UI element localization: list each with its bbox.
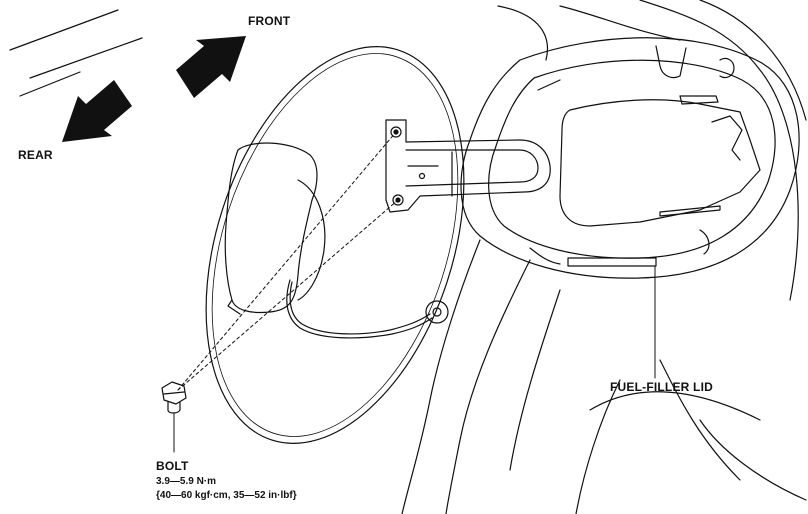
arrow-up-right-icon (176, 36, 246, 98)
bolt-torque-nm: 3.9—5.9 N·m (156, 476, 217, 487)
bolt-icon (161, 381, 187, 453)
body-panel-lines (9, 9, 143, 97)
fuel-filler-lid (460, 37, 800, 279)
fuel-cap (224, 142, 326, 315)
bolt-label: BOLT (156, 459, 189, 473)
cap-tether (286, 279, 449, 339)
hinge-arm (385, 119, 551, 213)
car-body-contour (401, 0, 807, 514)
fuel-door-opening (205, 46, 465, 444)
rear-arrow (62, 80, 132, 142)
front-arrow (176, 36, 246, 98)
arrow-down-left-icon (62, 80, 132, 142)
front-label: FRONT (248, 14, 291, 28)
bolt-torque-alt: {40—60 kgf·cm, 35—52 in·lbf} (156, 490, 297, 501)
rear-label: REAR (18, 148, 53, 162)
fuel-filler-lid-label: FUEL-FILLER LID (610, 380, 713, 394)
bolt-install-lines (177, 131, 399, 391)
